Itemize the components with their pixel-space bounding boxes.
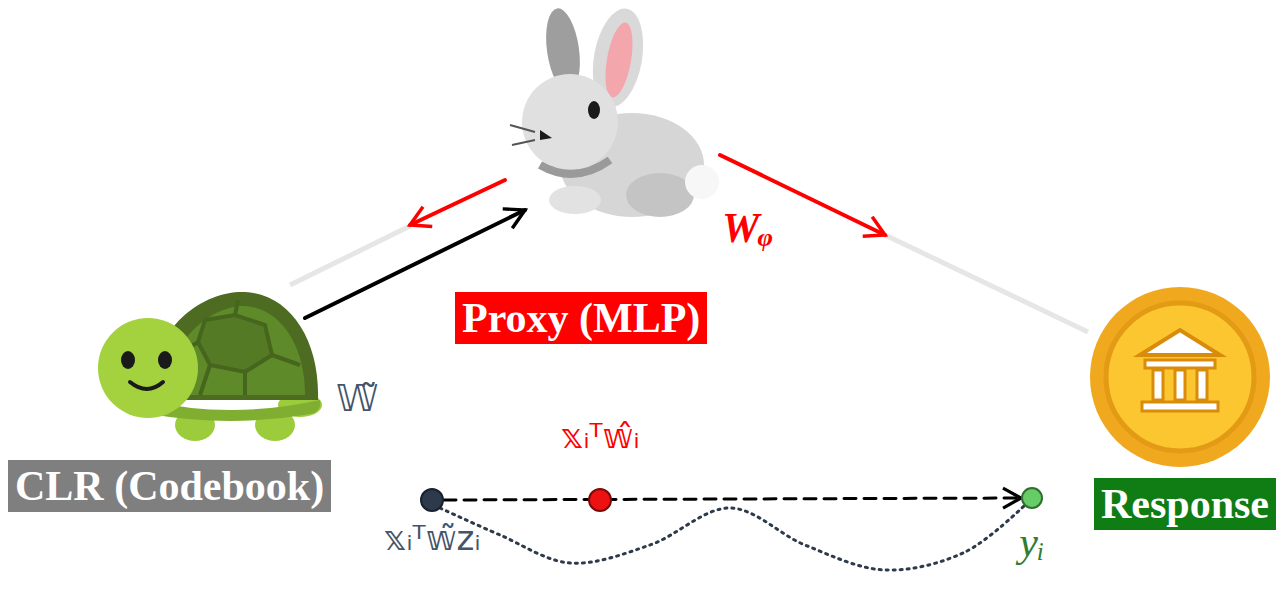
- box-label: Response: [1094, 478, 1276, 530]
- codebook-point: 𝕩ᵢᵀ𝕨̃zᵢ: [420, 488, 444, 512]
- point-label: 𝕩ᵢᵀ𝕨̂ᵢ: [560, 418, 639, 455]
- point-label: yᵢ: [1019, 519, 1044, 565]
- codebook-symbol: 𝕎̃: [336, 378, 378, 420]
- point-label: 𝕩ᵢᵀ𝕨̃zᵢ: [383, 520, 480, 557]
- box-label: Proxy (MLP): [455, 292, 707, 344]
- residual-curve: [440, 506, 1024, 570]
- feedback-arrow: [410, 180, 505, 225]
- proxy-box: Proxy (MLP): [455, 8, 760, 344]
- guide-line: [885, 235, 1088, 332]
- proxy-point: 𝕩ᵢᵀ𝕨̂ᵢ: [588, 488, 612, 512]
- proxy-weight-symbol: Wᵩ: [722, 205, 773, 251]
- response-point: yᵢ: [1021, 487, 1043, 509]
- rabbit-icon: [510, 5, 719, 217]
- response-box: Response: [1058, 285, 1276, 530]
- residual-arrow: [444, 498, 1021, 500]
- box-label: CLR (Codebook): [8, 460, 331, 512]
- turtle-icon: [98, 292, 322, 441]
- coin-icon: [1090, 287, 1270, 467]
